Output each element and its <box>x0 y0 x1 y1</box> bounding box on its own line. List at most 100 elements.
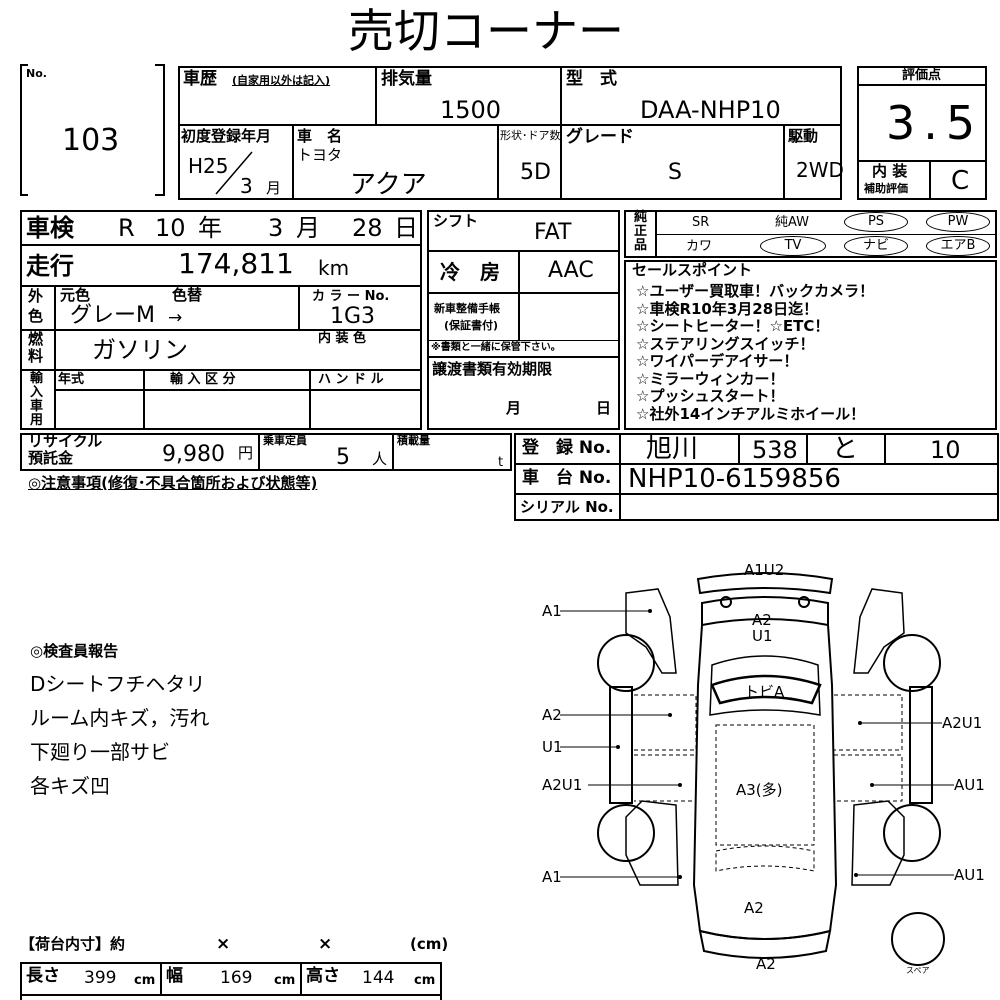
registration-label: 登 録 No. <box>522 438 612 458</box>
mileage-label: 走行 <box>26 252 74 280</box>
plate-grid <box>514 433 999 521</box>
sales-points-box <box>624 260 997 430</box>
ac-label: 冷 房 <box>440 260 500 284</box>
car-name-value: アクア <box>350 170 427 200</box>
diagram-label-rear: A2 <box>744 899 764 917</box>
cargo-width: 169 <box>220 968 253 988</box>
cargo-height-label: 高さ <box>306 966 340 986</box>
import-label-4: 用 <box>30 413 44 428</box>
doors-label: 形状･ドア数 <box>500 129 561 142</box>
color-arrow: → <box>168 308 183 328</box>
inspection-year: 10 <box>155 214 186 242</box>
vehicle-spec-grid <box>178 66 842 200</box>
equipment-leather: カワ <box>686 239 713 254</box>
equipment-tv: TV <box>760 236 826 256</box>
grade-label: グレード <box>566 127 634 147</box>
car-damage-diagram: A1U2 A2 U1 トビA A3(多) A2 A2 A1 A2 U1 A2U1… <box>542 561 985 975</box>
cargo-length-label: 長さ <box>26 966 60 986</box>
caution-label: ◎注意事項(修復･不具合箇所および状態等) <box>28 474 318 492</box>
import-year-label: 年式 <box>58 372 85 387</box>
grade-value: S <box>668 160 682 185</box>
recycle-unit: 円 <box>238 444 254 462</box>
displacement-label: 排気量 <box>381 69 432 89</box>
maintenance-note: ※書類と一緒に保管下さい。 <box>431 342 561 353</box>
sales-points-label: セールスポイント <box>632 261 753 279</box>
first-reg-label: 初度登録年月 <box>181 127 272 145</box>
score-label: 評価点 <box>902 68 942 83</box>
cargo-cm: cm <box>414 973 436 988</box>
first-reg-month: 3 <box>240 174 253 198</box>
sales-point-item: ☆シートヒーター！☆ETC！ <box>636 317 830 335</box>
recycle-value: 9,980 <box>162 442 225 467</box>
registration-place: 旭川 <box>646 434 699 464</box>
transfer-docs-label: 譲渡書類有効期限 <box>432 360 553 378</box>
cargo-cm: cm <box>134 973 156 988</box>
history-note: (自家用以外は記入) <box>232 74 331 87</box>
cargo-unit: (cm) <box>410 935 449 953</box>
diagram-right-label: A2U1 <box>942 714 982 732</box>
cargo-height: 144 <box>362 968 395 988</box>
doors-value: 5D <box>520 160 551 185</box>
diagram-left-label: A2U1 <box>542 776 582 794</box>
shift-label: シフト <box>433 212 479 230</box>
equipment-label-3: 品 <box>634 238 648 253</box>
equipment-navi: ナビ <box>844 236 908 256</box>
car-maker: トヨタ <box>297 146 343 164</box>
inspection-month-unit: 月 <box>296 214 320 242</box>
model-type-value: DAA-NHP10 <box>640 96 781 124</box>
cargo-x2: × <box>318 934 333 954</box>
interior-value: C <box>951 166 970 196</box>
inspection-label: 車検 <box>26 214 74 242</box>
equipment-airbag: エアB <box>926 236 990 256</box>
equipment-label-1: 純 <box>634 210 648 225</box>
color-orig-label: 元色 <box>60 286 91 304</box>
inspection-era: R <box>118 214 135 242</box>
diagram-left-label: A1 <box>542 868 562 886</box>
mileage-value: 174,811 <box>178 247 294 280</box>
lot-number: 103 <box>62 123 120 158</box>
sales-points-list: ☆ユーザー買取車！バックカメラ！ ☆車検R10年3月28日迄！ ☆シートヒーター… <box>636 282 874 423</box>
registration-grid <box>20 210 422 430</box>
maintenance-label-2: (保証書付) <box>444 319 499 332</box>
color-ext-label-2: 色 <box>28 307 44 325</box>
recycle-label-1: リサイクル <box>28 432 103 450</box>
capacity-unit: 人 <box>372 450 388 468</box>
equipment-sr: SR <box>692 215 710 230</box>
color-code-label: カ ラ ー No. <box>312 289 390 304</box>
import-label-2: 入 <box>30 385 44 400</box>
ac-value: AAC <box>548 258 594 283</box>
inspector-line: 下廻り一部サビ <box>30 740 170 764</box>
inspector-line: ルーム内キズ，汚れ <box>30 706 210 730</box>
inspector-line: Dシートフチヘタリ <box>30 672 206 696</box>
registration-class: 538 <box>752 436 798 464</box>
recycle-row <box>20 433 512 471</box>
car-name-label: 車 名 <box>297 127 343 145</box>
capacity-value: 5 <box>336 445 350 470</box>
lot-label: No. <box>26 67 47 80</box>
chassis-label: 車 台 No. <box>522 468 612 488</box>
inspector-label: ◎検査員報告 <box>30 642 119 660</box>
color-change-label: 色替 <box>172 286 203 304</box>
diagram-left-label: A1 <box>542 602 562 620</box>
diagram-label-top: A1U2 <box>744 561 784 579</box>
displacement-value: 1500 <box>440 96 502 124</box>
equipment-ps: PS <box>844 212 908 232</box>
capacity-label: 乗車定員 <box>263 434 307 447</box>
sales-point-item: ☆プッシュスタート！ <box>636 387 785 405</box>
diagram-right-label: AU1 <box>954 866 985 884</box>
fuel-label-1: 燃 <box>28 330 44 348</box>
inspection-day: 28 <box>352 214 383 242</box>
transfer-day-unit: 日 <box>596 399 612 417</box>
interior-label: 内 装 <box>872 162 908 180</box>
serial-label: シリアル No. <box>520 498 614 516</box>
sales-point-item: ☆ミラーウィンカー！ <box>636 369 785 388</box>
equipment-label-2: 正 <box>634 224 648 239</box>
cargo-x1: × <box>216 934 231 954</box>
cargo-cm: cm <box>274 973 296 988</box>
drive-label: 駆動 <box>788 127 819 145</box>
chassis-value: NHP10-6159856 <box>628 464 841 494</box>
page-title: 売切コーナー <box>348 4 624 58</box>
sales-point-item: ☆車検R10年3月28日迄！ <box>636 299 819 318</box>
diagram-label-roof: A3(多) <box>736 781 783 799</box>
cargo-grid <box>20 962 442 1000</box>
